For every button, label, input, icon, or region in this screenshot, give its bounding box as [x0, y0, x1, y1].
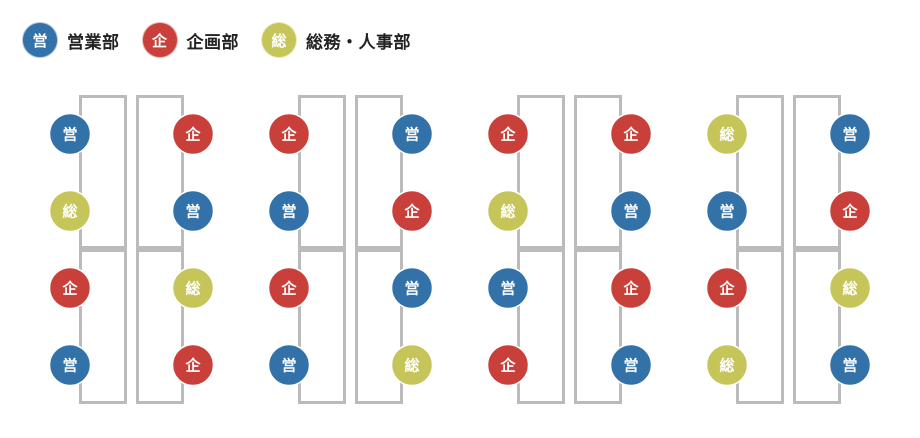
svg-text:営: 営	[623, 203, 638, 221]
seat-sales-icon: 営	[828, 343, 872, 387]
svg-text:企: 企	[61, 280, 78, 298]
svg-text:営: 営	[500, 280, 515, 298]
seat-sales-icon: 営	[705, 189, 749, 233]
svg-text:営: 営	[719, 203, 734, 221]
svg-text:企: 企	[280, 126, 297, 144]
svg-text:営: 営	[62, 126, 77, 144]
legend-label-planning: 企画部	[186, 32, 239, 53]
svg-text:営: 営	[842, 126, 857, 144]
legend-label-sales: 営業部	[67, 32, 120, 53]
general-dept-icon: 総	[261, 22, 297, 58]
svg-text:営: 営	[281, 357, 296, 375]
svg-text:総: 総	[185, 280, 200, 298]
seat-sales-icon: 営	[390, 266, 434, 310]
sales-dept-icon: 営	[22, 22, 58, 58]
svg-text:企: 企	[499, 357, 516, 375]
legend-glyph-sales: 営	[32, 31, 48, 50]
svg-text:総: 総	[719, 357, 734, 375]
seat-general-icon: 総	[705, 343, 749, 387]
desk-2-4	[355, 249, 403, 404]
desk-1-4	[136, 249, 184, 404]
desk-4-1	[736, 95, 784, 249]
seat-planning-icon: 企	[267, 112, 311, 156]
seat-planning-icon: 企	[171, 112, 215, 156]
svg-text:企: 企	[184, 357, 201, 375]
seat-planning-icon: 企	[171, 343, 215, 387]
svg-text:企: 企	[403, 203, 420, 221]
seat-general-icon: 総	[828, 266, 872, 310]
seat-sales-icon: 営	[390, 112, 434, 156]
desk-4-4	[793, 249, 841, 404]
svg-text:総: 総	[719, 126, 734, 144]
desk-1-3	[136, 95, 184, 249]
svg-text:営: 営	[623, 357, 638, 375]
desk-1-1	[79, 95, 127, 249]
svg-text:営: 営	[62, 357, 77, 375]
seat-planning-icon: 企	[705, 266, 749, 310]
seat-sales-icon: 営	[171, 189, 215, 233]
seat-general-icon: 総	[486, 189, 530, 233]
svg-text:営: 営	[404, 280, 419, 298]
seat-general-icon: 総	[171, 266, 215, 310]
seat-sales-icon: 営	[267, 343, 311, 387]
seat-sales-icon: 営	[48, 343, 92, 387]
svg-text:営: 営	[842, 357, 857, 375]
desk-3-2	[517, 249, 565, 404]
seat-sales-icon: 営	[609, 189, 653, 233]
svg-text:営: 営	[185, 203, 200, 221]
desk-2-1	[298, 95, 346, 249]
seat-planning-icon: 企	[486, 112, 530, 156]
legend: 営 営業部 企 企画部 総 総務・人事部	[22, 22, 433, 58]
seat-sales-icon: 営	[828, 112, 872, 156]
desk-1-2	[79, 249, 127, 404]
seat-general-icon: 総	[705, 112, 749, 156]
desk-3-4	[574, 249, 622, 404]
svg-text:総: 総	[404, 357, 419, 375]
seat-sales-icon: 営	[486, 266, 530, 310]
seat-planning-icon: 企	[609, 112, 653, 156]
seat-sales-icon: 営	[609, 343, 653, 387]
legend-label-general: 総務・人事部	[306, 32, 411, 53]
desk-4-2	[736, 249, 784, 404]
svg-text:企: 企	[718, 280, 735, 298]
seat-general-icon: 総	[48, 189, 92, 233]
seat-planning-icon: 企	[48, 266, 92, 310]
seat-sales-icon: 営	[267, 189, 311, 233]
legend-item-planning: 企 企画部	[141, 22, 240, 58]
seat-planning-icon: 企	[267, 266, 311, 310]
svg-text:総: 総	[62, 203, 77, 221]
legend-glyph-planning: 企	[151, 31, 167, 50]
desk-2-3	[355, 95, 403, 249]
svg-text:総: 総	[500, 203, 515, 221]
seat-planning-icon: 企	[609, 266, 653, 310]
svg-text:企: 企	[280, 280, 297, 298]
legend-item-general: 総 総務・人事部	[261, 22, 411, 58]
desk-4-3	[793, 95, 841, 249]
svg-text:企: 企	[499, 126, 516, 144]
svg-text:営: 営	[404, 126, 419, 144]
desk-2-2	[298, 249, 346, 404]
svg-text:企: 企	[841, 203, 858, 221]
svg-text:営: 営	[281, 203, 296, 221]
svg-text:企: 企	[622, 126, 639, 144]
svg-text:企: 企	[184, 126, 201, 144]
svg-text:総: 総	[842, 280, 857, 298]
desk-3-3	[574, 95, 622, 249]
seat-general-icon: 総	[390, 343, 434, 387]
legend-item-sales: 営 営業部	[22, 22, 120, 58]
seat-planning-icon: 企	[486, 343, 530, 387]
desk-3-1	[517, 95, 565, 249]
svg-text:企: 企	[622, 280, 639, 298]
planning-dept-icon: 企	[141, 22, 178, 58]
legend-glyph-general: 総	[271, 31, 287, 50]
seat-planning-icon: 企	[390, 189, 434, 233]
seat-planning-icon: 企	[828, 189, 872, 233]
seat-sales-icon: 営	[48, 112, 92, 156]
